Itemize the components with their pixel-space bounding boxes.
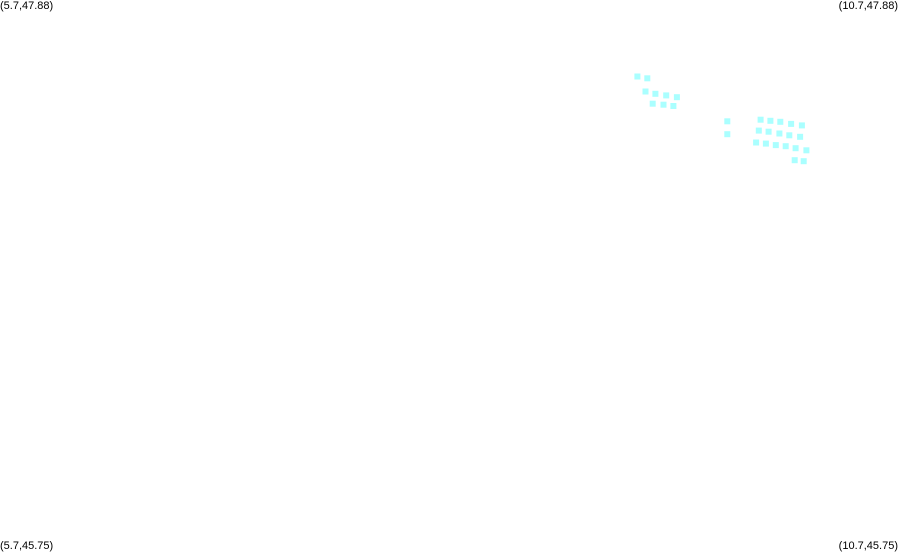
map-marker[interactable]: [782, 143, 789, 150]
map-marker[interactable]: [644, 75, 651, 82]
corner-label-bottom-left: (5.7,45.75): [0, 540, 54, 552]
map-marker[interactable]: [797, 133, 804, 140]
map-marker[interactable]: [772, 142, 779, 149]
map-marker[interactable]: [776, 130, 783, 137]
map-marker[interactable]: [670, 103, 677, 109]
map-marker[interactable]: [634, 73, 641, 80]
map-marker[interactable]: [762, 140, 769, 147]
map-marker[interactable]: [767, 117, 774, 124]
map-marker[interactable]: [755, 127, 762, 134]
map-marker[interactable]: [642, 88, 649, 95]
map-marker[interactable]: [792, 145, 799, 152]
corner-label-top-right: (10.7,47.88): [838, 0, 898, 12]
map-marker[interactable]: [786, 132, 793, 139]
map-marker[interactable]: [757, 116, 764, 123]
map-marker[interactable]: [660, 101, 667, 108]
corner-label-top-left: (5.7,47.88): [0, 0, 54, 12]
map-marker[interactable]: [777, 118, 784, 125]
map-marker[interactable]: [791, 157, 798, 164]
map-marker[interactable]: [652, 90, 659, 97]
map-marker[interactable]: [803, 147, 810, 154]
corner-label-bottom-right: (10.7,45.75): [838, 540, 898, 552]
map-marker[interactable]: [765, 128, 772, 135]
map-marker[interactable]: [673, 94, 680, 101]
map-marker[interactable]: [788, 120, 795, 127]
map-marker[interactable]: [663, 92, 670, 99]
map-marker[interactable]: [724, 118, 731, 125]
map-marker[interactable]: [649, 100, 656, 107]
map-marker[interactable]: [753, 139, 760, 146]
map-marker[interactable]: [724, 131, 731, 138]
map-marker[interactable]: [798, 122, 805, 129]
map-marker[interactable]: [800, 158, 807, 165]
